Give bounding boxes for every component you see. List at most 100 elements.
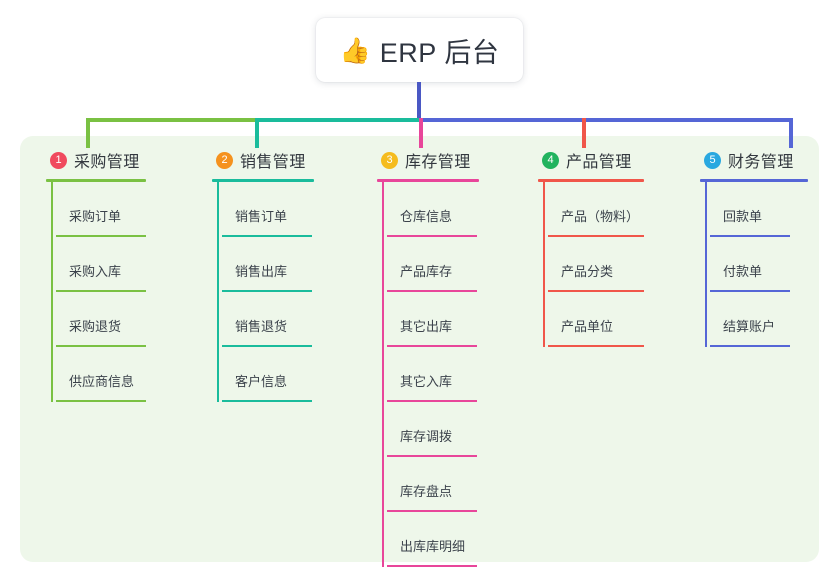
menu-item-rule <box>222 345 312 347</box>
menu-item-rule <box>387 565 477 567</box>
menu-item-rule <box>548 345 644 347</box>
column-rule-3 <box>377 179 479 182</box>
bus-segment-green <box>86 118 255 122</box>
menu-item-label: 产品分类 <box>561 264 614 279</box>
column-items-2: 销售订单销售出库销售退货客户信息 <box>212 182 314 402</box>
column-header-2[interactable]: 2 销售管理 <box>212 148 314 172</box>
menu-item-rule <box>387 345 477 347</box>
column-title-5: 财务管理 <box>728 154 794 171</box>
menu-item-rule <box>387 235 477 237</box>
column-rule-1 <box>46 179 146 182</box>
trunk-connector <box>417 82 421 122</box>
menu-item-rule <box>56 400 146 402</box>
menu-item[interactable]: 库存调拨 <box>382 402 479 457</box>
menu-item[interactable]: 销售退货 <box>217 292 314 347</box>
column-title-2: 销售管理 <box>240 154 306 171</box>
menu-item[interactable]: 出库库明细 <box>382 512 479 567</box>
menu-item[interactable]: 产品单位 <box>543 292 644 347</box>
column-header-1[interactable]: 1 采购管理 <box>46 148 146 172</box>
menu-item[interactable]: 采购订单 <box>51 182 146 237</box>
column-badge-5: 5 <box>704 151 721 169</box>
menu-item[interactable]: 回款单 <box>705 182 808 237</box>
menu-item[interactable]: 采购退货 <box>51 292 146 347</box>
menu-item-rule <box>548 290 644 292</box>
menu-item-rule <box>222 400 312 402</box>
menu-item-label: 付款单 <box>723 264 763 279</box>
columns-panel <box>20 136 819 562</box>
menu-item[interactable]: 客户信息 <box>217 347 314 402</box>
menu-item-label: 回款单 <box>723 209 763 224</box>
menu-item[interactable]: 产品分类 <box>543 237 644 292</box>
menu-item-label: 销售订单 <box>235 209 288 224</box>
column-items-5: 回款单付款单结算账户 <box>700 182 808 347</box>
column-drop-2 <box>255 118 259 148</box>
menu-item[interactable]: 销售订单 <box>217 182 314 237</box>
menu-item-label: 采购退货 <box>69 319 122 334</box>
menu-item[interactable]: 其它出库 <box>382 292 479 347</box>
column-items-3: 仓库信息产品库存其它出库其它入库库存调拨库存盘点出库库明细 <box>377 182 479 567</box>
menu-item-rule <box>56 235 146 237</box>
menu-item-rule <box>387 290 477 292</box>
column-drop-5 <box>789 118 793 148</box>
column-badge-4: 4 <box>542 151 559 169</box>
menu-item-label: 其它出库 <box>400 319 453 334</box>
column-spine-1 <box>51 182 53 402</box>
column-header-4[interactable]: 4 产品管理 <box>538 148 644 172</box>
menu-item-label: 产品单位 <box>561 319 614 334</box>
column-badge-2: 2 <box>216 151 233 169</box>
root-title-card: 👍 ERP 后台 <box>316 18 523 82</box>
menu-item-label: 供应商信息 <box>69 374 135 389</box>
menu-item-label: 结算账户 <box>723 319 776 334</box>
menu-item[interactable]: 供应商信息 <box>51 347 146 402</box>
column-rule-5 <box>700 179 808 182</box>
menu-item-rule <box>710 345 790 347</box>
column-4: 4 产品管理产品（物料） 产品分类产品单位 <box>538 148 644 347</box>
column-5: 5 财务管理回款单付款单结算账户 <box>700 148 808 347</box>
root-title-text: ERP 后台 <box>379 37 500 68</box>
bus-segment-teal <box>255 118 419 122</box>
menu-item[interactable]: 采购入库 <box>51 237 146 292</box>
column-drop-4 <box>582 118 586 148</box>
column-title-4: 产品管理 <box>566 154 632 171</box>
column-1: 1 采购管理采购订单采购入库采购退货供应商信息 <box>46 148 146 402</box>
menu-item[interactable]: 产品库存 <box>382 237 479 292</box>
menu-item-rule <box>548 235 644 237</box>
menu-item[interactable]: 仓库信息 <box>382 182 479 237</box>
column-title-1: 采购管理 <box>74 154 140 171</box>
column-2: 2 销售管理销售订单销售出库销售退货客户信息 <box>212 148 314 402</box>
menu-item-rule <box>222 235 312 237</box>
menu-item-label: 其它入库 <box>400 374 453 389</box>
column-spine-4 <box>543 182 545 347</box>
menu-item-label: 采购入库 <box>69 264 122 279</box>
menu-item-label: 销售退货 <box>235 319 288 334</box>
menu-item[interactable]: 产品（物料） <box>543 182 644 237</box>
menu-item[interactable]: 其它入库 <box>382 347 479 402</box>
bus-segment-blue <box>419 118 791 122</box>
column-header-5[interactable]: 5 财务管理 <box>700 148 808 172</box>
menu-item-label: 产品库存 <box>400 264 453 279</box>
menu-item-rule <box>710 235 790 237</box>
column-title-3: 库存管理 <box>405 154 471 171</box>
menu-item-label: 产品（物料） <box>561 209 640 224</box>
menu-item-rule <box>56 290 146 292</box>
menu-item-label: 采购订单 <box>69 209 122 224</box>
menu-item-label: 客户信息 <box>235 374 288 389</box>
menu-item-rule <box>222 290 312 292</box>
column-items-1: 采购订单采购入库采购退货供应商信息 <box>46 182 146 402</box>
menu-item[interactable]: 付款单 <box>705 237 808 292</box>
column-rule-4 <box>538 179 644 182</box>
menu-item[interactable]: 销售出库 <box>217 237 314 292</box>
menu-item[interactable]: 库存盘点 <box>382 457 479 512</box>
menu-item[interactable]: 结算账户 <box>705 292 808 347</box>
menu-item-label: 销售出库 <box>235 264 288 279</box>
column-badge-1: 1 <box>50 151 67 169</box>
menu-item-label: 库存调拨 <box>400 429 453 444</box>
menu-item-label: 仓库信息 <box>400 209 453 224</box>
menu-item-label: 出库库明细 <box>400 539 466 554</box>
menu-item-rule <box>387 455 477 457</box>
column-drop-1 <box>86 118 90 148</box>
column-rule-2 <box>212 179 314 182</box>
menu-item-rule <box>387 400 477 402</box>
